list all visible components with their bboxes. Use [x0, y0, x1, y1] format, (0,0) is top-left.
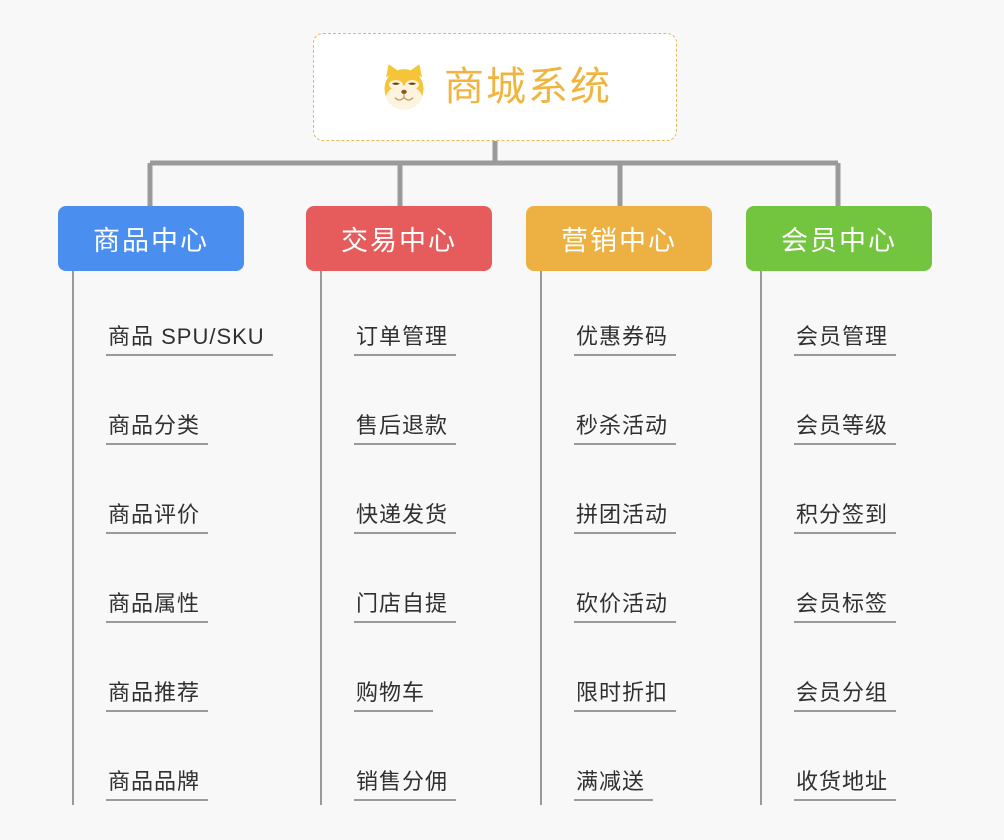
- list-item-label: 拼团活动: [574, 502, 677, 534]
- list-item[interactable]: 收货地址: [760, 716, 966, 805]
- branch-header-2[interactable]: 交易中心: [306, 206, 492, 271]
- list-item-label: 商品分类: [106, 413, 209, 445]
- list-item[interactable]: 会员等级: [760, 360, 966, 449]
- list-item-label: 销售分佣: [354, 769, 457, 801]
- branch-column-1: 商品中心 商品 SPU/SKU 商品分类 商品评价 商品属性 商品推荐: [58, 206, 278, 805]
- list-item[interactable]: 购物车: [320, 627, 526, 716]
- list-item-label: 购物车: [354, 680, 434, 712]
- list-item[interactable]: 砍价活动: [540, 538, 746, 627]
- list-item-label: 商品推荐: [106, 680, 209, 712]
- branch-header-4[interactable]: 会员中心: [746, 206, 932, 271]
- root-title: 商城系统: [444, 65, 612, 109]
- list-item[interactable]: 门店自提: [320, 538, 526, 627]
- list-item[interactable]: 商品品牌: [72, 716, 278, 805]
- list-item[interactable]: 会员分组: [760, 627, 966, 716]
- list-item-label: 商品属性: [106, 591, 209, 623]
- list-item[interactable]: 销售分佣: [320, 716, 526, 805]
- list-item[interactable]: 限时折扣: [540, 627, 746, 716]
- list-item[interactable]: 商品推荐: [72, 627, 278, 716]
- list-item-label: 会员等级: [794, 413, 897, 445]
- list-item-label: 会员管理: [794, 324, 897, 356]
- branch-spine: [320, 271, 322, 805]
- list-item[interactable]: 拼团活动: [540, 449, 746, 538]
- list-item-label: 会员标签: [794, 591, 897, 623]
- list-item-label: 商品品牌: [106, 769, 209, 801]
- list-item[interactable]: 订单管理: [320, 271, 526, 360]
- list-item[interactable]: 商品 SPU/SKU: [72, 271, 278, 360]
- list-item[interactable]: 商品评价: [72, 449, 278, 538]
- branch-header-label: 营销中心: [561, 226, 677, 256]
- branch-spine: [760, 271, 762, 805]
- list-item-label: 限时折扣: [574, 680, 677, 712]
- list-item-label: 订单管理: [354, 324, 457, 356]
- branch-spine: [540, 271, 542, 805]
- list-item[interactable]: 商品属性: [72, 538, 278, 627]
- list-item-label: 商品评价: [106, 502, 209, 534]
- list-item-label: 秒杀活动: [574, 413, 677, 445]
- branch-header-label: 交易中心: [341, 226, 457, 256]
- branch-item-list-1: 商品 SPU/SKU 商品分类 商品评价 商品属性 商品推荐 商品品牌: [58, 271, 278, 805]
- branch-header-1[interactable]: 商品中心: [58, 206, 244, 271]
- list-item[interactable]: 秒杀活动: [540, 360, 746, 449]
- list-item-label: 优惠券码: [574, 324, 677, 356]
- shiba-dog-face-icon: [378, 61, 430, 113]
- list-item-label: 满减送: [574, 769, 654, 801]
- branch-item-list-4: 会员管理 会员等级 积分签到 会员标签 会员分组 收货地址: [746, 271, 966, 805]
- branch-header-3[interactable]: 营销中心: [526, 206, 712, 271]
- list-item[interactable]: 售后退款: [320, 360, 526, 449]
- branch-item-list-3: 优惠券码 秒杀活动 拼团活动 砍价活动 限时折扣 满减送: [526, 271, 746, 805]
- branch-spine: [72, 271, 74, 805]
- branch-header-label: 会员中心: [781, 226, 897, 256]
- branch-column-3: 营销中心 优惠券码 秒杀活动 拼团活动 砍价活动 限时折扣: [526, 206, 746, 805]
- list-item-label: 门店自提: [354, 591, 457, 623]
- list-item-label: 售后退款: [354, 413, 457, 445]
- branch-column-2: 交易中心 订单管理 售后退款 快递发货 门店自提 购物车: [306, 206, 526, 805]
- root-node[interactable]: 商城系统: [313, 33, 677, 141]
- list-item-label: 快递发货: [354, 502, 457, 534]
- list-item[interactable]: 积分签到: [760, 449, 966, 538]
- list-item[interactable]: 会员标签: [760, 538, 966, 627]
- branch-item-list-2: 订单管理 售后退款 快递发货 门店自提 购物车 销售分佣: [306, 271, 526, 805]
- list-item[interactable]: 优惠券码: [540, 271, 746, 360]
- branch-column-4: 会员中心 会员管理 会员等级 积分签到 会员标签 会员分组: [746, 206, 966, 805]
- list-item[interactable]: 会员管理: [760, 271, 966, 360]
- list-item-label: 商品 SPU/SKU: [106, 324, 273, 356]
- list-item-label: 积分签到: [794, 502, 897, 534]
- list-item[interactable]: 商品分类: [72, 360, 278, 449]
- branch-header-label: 商品中心: [93, 226, 209, 256]
- list-item-label: 砍价活动: [574, 591, 677, 623]
- list-item[interactable]: 快递发货: [320, 449, 526, 538]
- list-item-label: 收货地址: [794, 769, 897, 801]
- list-item-label: 会员分组: [794, 680, 897, 712]
- list-item[interactable]: 满减送: [540, 716, 746, 805]
